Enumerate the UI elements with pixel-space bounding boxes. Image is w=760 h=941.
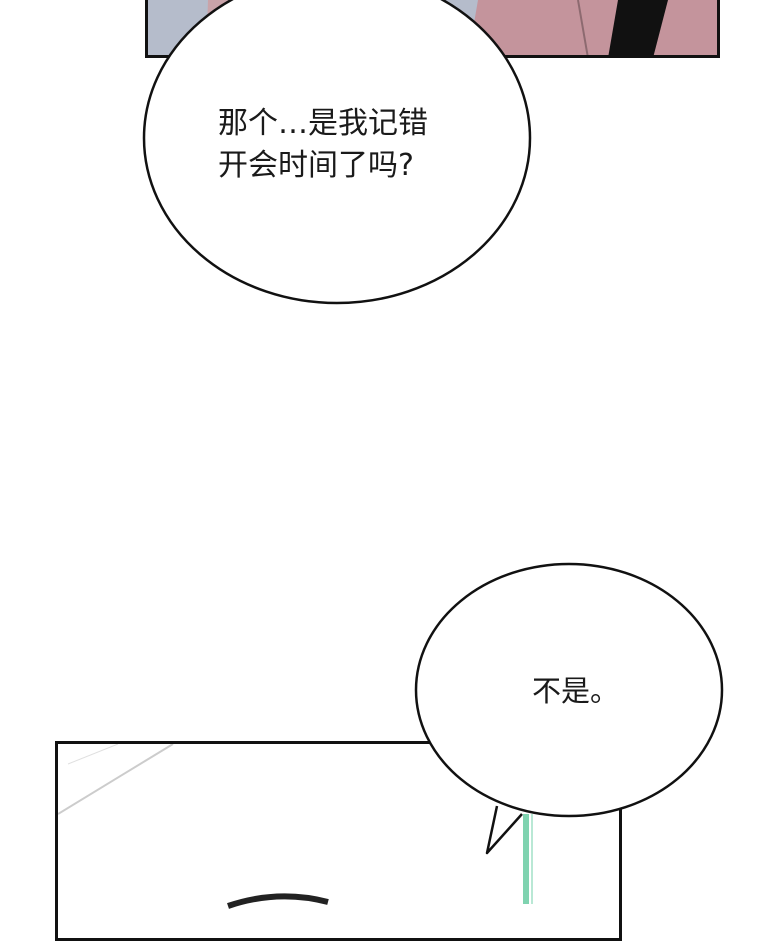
glass-edge bbox=[523, 814, 529, 904]
speech-bubble-2 bbox=[414, 562, 724, 818]
speech-bubble-2-text: 不是。 bbox=[532, 674, 620, 708]
speech-bubble-1-text: 那个…是我记错 开会时间了吗? bbox=[218, 106, 428, 183]
speech-bubble-1 bbox=[142, 0, 532, 305]
speech-bubble-layer bbox=[142, 0, 724, 855]
dark-strap-shape bbox=[608, 0, 668, 55]
